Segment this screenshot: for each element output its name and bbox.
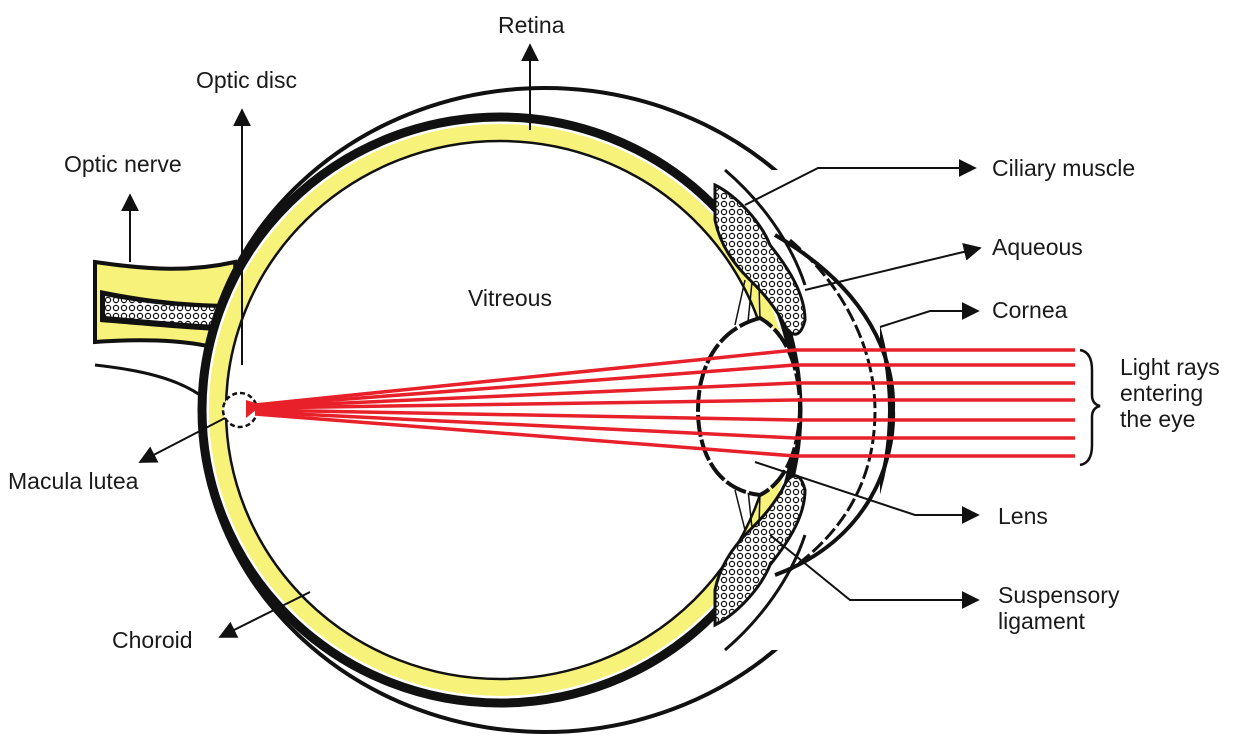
- lens-leader: [754, 461, 980, 524]
- suspensory-ligament-leader: [769, 534, 980, 609]
- choroid-leader: [218, 591, 311, 638]
- ciliary-body-upper: [713, 182, 807, 336]
- label-optic-disc: Optic disc: [196, 67, 297, 93]
- light-rays-brace: [1079, 348, 1101, 467]
- label-retina: Retina: [498, 12, 565, 38]
- label-cornea: Cornea: [992, 297, 1068, 323]
- optic-nerve-shape: [93, 259, 243, 397]
- label-choroid: Choroid: [112, 627, 193, 653]
- label-vitreous: Vitreous: [468, 285, 552, 311]
- label-optic-nerve: Optic nerve: [64, 151, 182, 177]
- label-lens: Lens: [998, 503, 1048, 529]
- suspensory-ligament-fibers: [734, 279, 761, 531]
- label-ciliary-muscle: Ciliary muscle: [992, 155, 1136, 181]
- light-rays: [254, 348, 1075, 458]
- aqueous-leader: [804, 243, 982, 291]
- macula-leader: [138, 417, 226, 463]
- ciliary-muscle-leader: [744, 159, 977, 206]
- label-suspensory-ligament: Suspensory ligament: [998, 582, 1120, 634]
- label-aqueous: Aqueous: [992, 234, 1083, 260]
- cornea-shape: [773, 233, 896, 577]
- label-light-rays: Light rays entering the eye: [1120, 354, 1220, 432]
- label-macula-lutea: Macula lutea: [8, 468, 139, 494]
- cornea-leader: [879, 302, 980, 328]
- ray-focus-tip: [246, 400, 262, 418]
